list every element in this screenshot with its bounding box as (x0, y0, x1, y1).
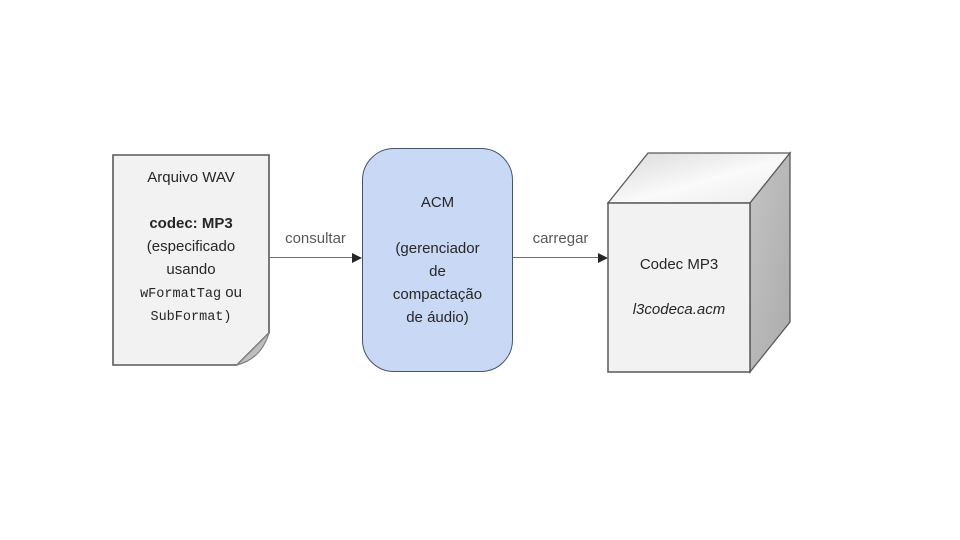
wav-format-tag-line: wFormatTag ou (113, 281, 269, 306)
spacer (113, 189, 269, 212)
acm-node-title: ACM (420, 194, 455, 211)
load-arrow-label: carregar (532, 230, 589, 247)
document-shape (112, 154, 270, 367)
wav-file-node: Arquivo WAV codec: MP3 (especificado usa… (113, 166, 269, 329)
connector-word: ou (225, 284, 242, 301)
acm-desc-line-1: (gerenciador (395, 240, 480, 257)
load-arrow: carregar (513, 230, 608, 263)
consult-arrow: consultar (269, 230, 362, 263)
codec-cube-shape (606, 151, 792, 374)
acm-desc-line-2: de (429, 263, 446, 280)
codec-cube-title: Codec MP3 (639, 256, 719, 273)
acm-desc-line-4: de áudio) (406, 309, 469, 326)
consult-arrowhead-icon (352, 253, 362, 263)
consult-arrow-line (269, 257, 355, 258)
subformat-token: SubFormat) (150, 310, 232, 325)
wav-spec-line-1: (especificado (146, 238, 236, 255)
wav-spec-line-2: usando (166, 261, 216, 278)
load-arrowhead-icon (598, 253, 608, 263)
consult-arrow-label: consultar (285, 230, 346, 247)
wav-node-title: Arquivo WAV (147, 169, 235, 186)
acm-desc-line-3: compactação (392, 286, 483, 303)
acm-node: ACM (gerenciador de compactação de áudio… (362, 148, 513, 372)
load-arrow-line (513, 257, 601, 258)
wav-codec-line: codec: MP3 (149, 215, 233, 232)
wformattag-token: wFormatTag (140, 287, 222, 302)
folded-corner (235, 332, 270, 367)
codec-cube-filename: l3codeca.acm (632, 301, 726, 318)
cube-front-face (607, 202, 751, 373)
